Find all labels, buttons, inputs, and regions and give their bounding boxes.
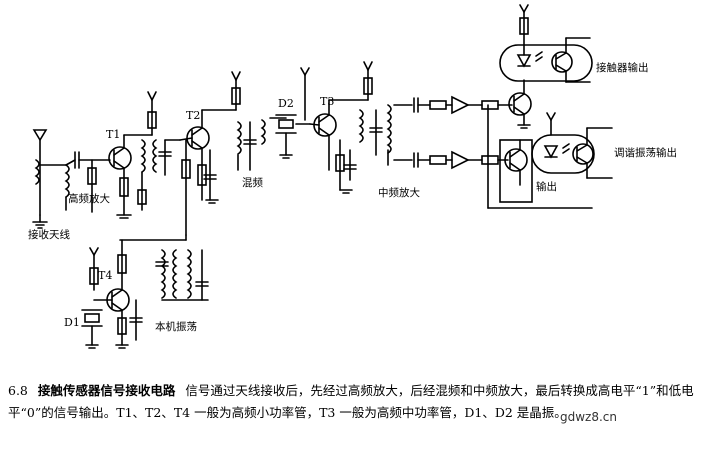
- transistor-t1: [108, 146, 132, 170]
- label-t1: T1: [106, 128, 121, 141]
- antenna-symbol: [32, 129, 48, 229]
- label-mixer: 混频: [242, 177, 263, 189]
- label-d2: D2: [278, 97, 294, 110]
- label-d1: D1: [64, 316, 80, 329]
- figure-caption: 6.8 接触传感器信号接收电路信号通过天线接收后，先经过高频放大，后经混频和中频放…: [8, 380, 702, 424]
- watermark-text: gdwz8.cn: [560, 410, 617, 424]
- optocoupler-lower: [531, 134, 595, 174]
- label-output: 输出: [536, 181, 557, 193]
- optocoupler-upper: [499, 44, 593, 82]
- label-local-osc: 本机振荡: [155, 321, 197, 333]
- output-transistor-upper: [508, 92, 532, 116]
- label-if-amp: 中频放大: [378, 187, 420, 199]
- label-rf-amp: 高频放大: [68, 193, 110, 205]
- label-t3: T3: [320, 95, 335, 108]
- output-transistor-lower: [504, 148, 528, 172]
- caption-number: 6.8: [8, 383, 28, 398]
- caption-title: 接触传感器信号接收电路: [37, 383, 176, 398]
- crystal-d1: [81, 309, 103, 327]
- circuit-schematic: [32, 4, 613, 349]
- label-contact-output: 接触器输出: [596, 62, 649, 74]
- label-t2: T2: [186, 109, 201, 122]
- label-antenna: 接收天线: [28, 229, 70, 241]
- caption-text: 信号通过天线接收后，先经过高频放大，后经混频和中频放大，最后转换成高电平“1”和…: [8, 383, 694, 420]
- label-t4: T4: [98, 269, 113, 282]
- label-tuning-output: 调谐振荡输出: [614, 147, 677, 159]
